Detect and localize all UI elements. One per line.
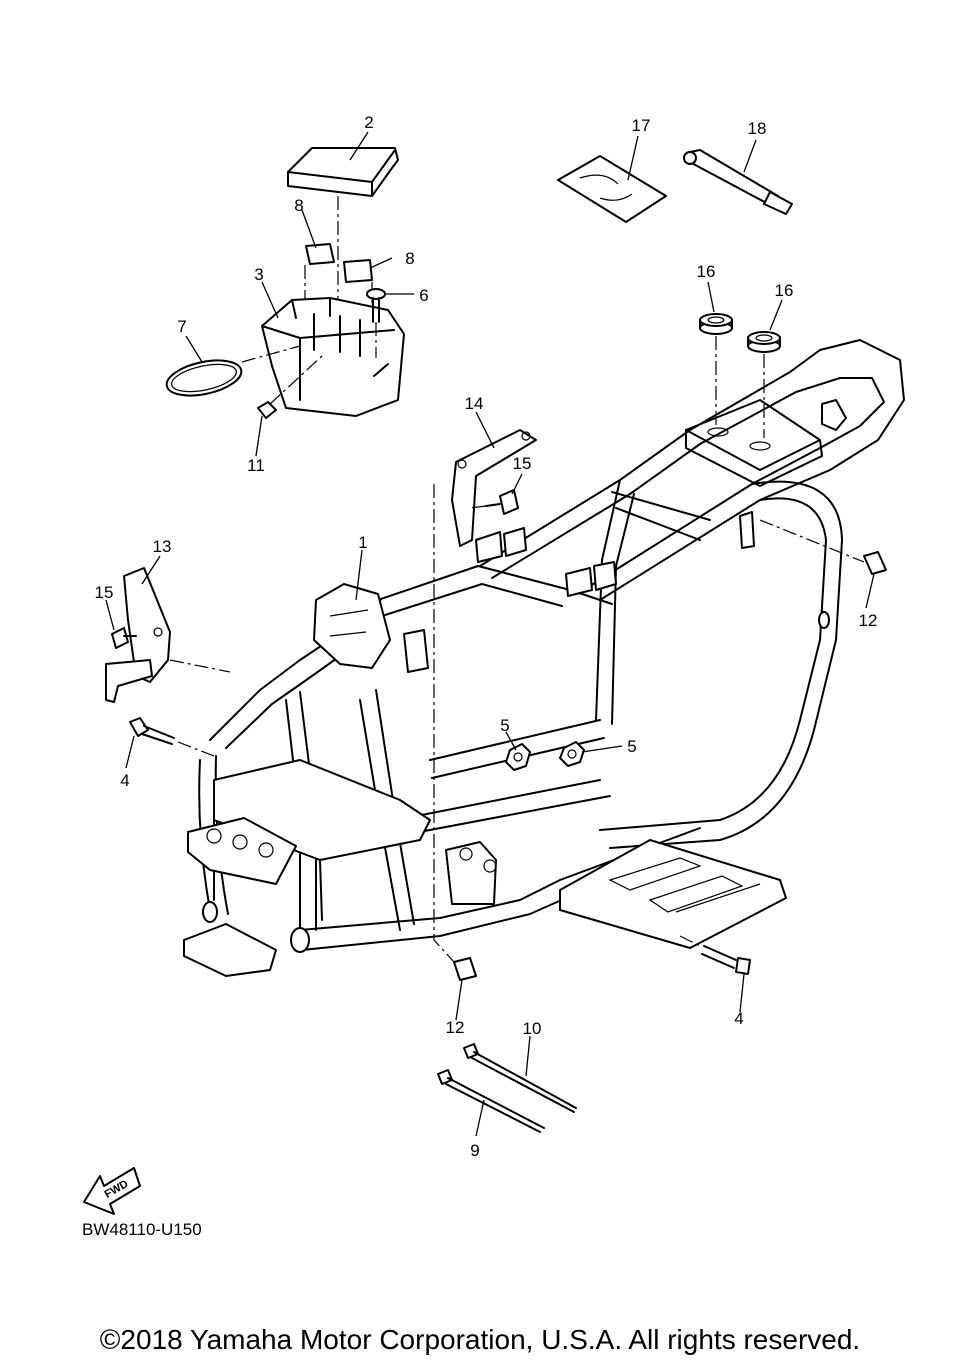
part-8-pad-lower[interactable] <box>343 259 373 283</box>
callout-16-left: 16 <box>697 262 716 281</box>
part-11-clip[interactable] <box>257 401 277 419</box>
guide-line <box>759 519 865 563</box>
callout-12-lower: 12 <box>446 1018 465 1037</box>
guide-line <box>433 484 455 963</box>
callout-15-upper: 15 <box>513 454 532 473</box>
part-16-grommet-left[interactable] <box>699 313 733 335</box>
part-16-grommet-right[interactable] <box>747 331 781 353</box>
callout-4-front: 4 <box>120 771 129 790</box>
guide-line <box>269 355 323 405</box>
callout-9: 9 <box>470 1141 479 1160</box>
part-5-nut-center[interactable] <box>505 743 531 771</box>
callout-11: 11 <box>247 456 265 475</box>
callout-4-rear: 4 <box>734 1009 743 1028</box>
part-12-clip-right[interactable] <box>863 551 887 575</box>
callout-8-lower: 8 <box>405 249 414 268</box>
guide-line <box>177 741 215 757</box>
callout-3: 3 <box>254 265 263 284</box>
part-12-clip-lower[interactable] <box>453 957 477 981</box>
callout-7: 7 <box>177 317 186 336</box>
part-1-frame[interactable] <box>183 339 905 977</box>
part-2-battery-cover[interactable] <box>287 147 399 197</box>
callout-13: 13 <box>153 537 172 556</box>
part-10-cable-tie[interactable] <box>463 1043 577 1113</box>
callout-17: 17 <box>632 116 651 135</box>
callout-15-lower: 15 <box>95 583 114 602</box>
part-9-cable-tie[interactable] <box>437 1069 545 1133</box>
callout-8-upper: 8 <box>294 196 303 215</box>
part-3-battery-box[interactable] <box>261 297 405 417</box>
fwd-arrow-icon: FWD <box>83 1167 141 1215</box>
callout-12-right: 12 <box>859 611 878 630</box>
callout-2: 2 <box>364 113 373 132</box>
callouts: 1 2 3 4 4 5 5 6 7 8 8 9 10 11 12 12 13 1… <box>95 113 878 1160</box>
diagram-code: BW48110-U150 <box>82 1220 202 1239</box>
callout-5-center: 5 <box>500 716 509 735</box>
callout-18: 18 <box>748 119 767 138</box>
callout-6: 6 <box>419 286 428 305</box>
copyright-notice: ©2018 Yamaha Motor Corporation, U.S.A. A… <box>99 1324 861 1355</box>
part-4-bolt-rear[interactable] <box>701 945 751 975</box>
guide-line <box>469 505 487 509</box>
part-13-bracket[interactable] <box>105 567 171 703</box>
part-17-grease-packet[interactable] <box>557 155 667 223</box>
callout-16-right: 16 <box>775 281 794 300</box>
callout-1: 1 <box>358 533 367 552</box>
guide-line <box>169 659 231 673</box>
leader-lines <box>105 131 875 1137</box>
part-4-bolt-front[interactable] <box>129 717 175 745</box>
part-15-bolt-upper[interactable] <box>485 489 519 515</box>
part-15-bolt-lower[interactable] <box>111 627 137 649</box>
guide-line <box>679 935 701 947</box>
callout-5-right: 5 <box>627 737 636 756</box>
callout-14: 14 <box>465 394 484 413</box>
part-6-bolt[interactable] <box>366 288 386 323</box>
part-18-rod-tool[interactable] <box>683 149 793 215</box>
part-7-rubber-band[interactable] <box>164 354 245 401</box>
guide-line <box>241 345 301 363</box>
part-8-pad-upper[interactable] <box>305 243 335 265</box>
part-5-nut-right[interactable] <box>559 741 585 767</box>
callout-10: 10 <box>523 1019 542 1038</box>
